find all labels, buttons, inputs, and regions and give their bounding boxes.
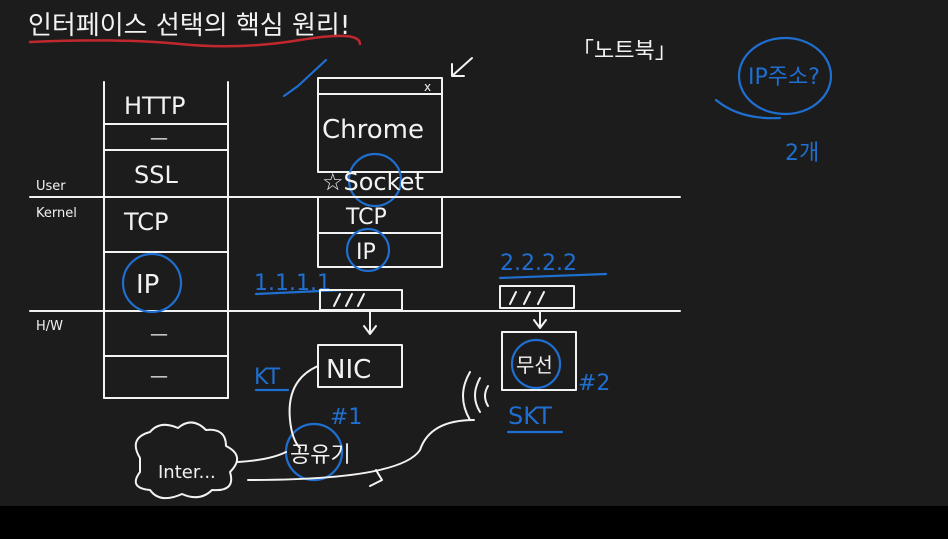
stack-ip-circle <box>121 252 183 314</box>
internet-router-link <box>237 451 287 463</box>
check-mark-icon <box>282 58 328 98</box>
arrow-icon <box>451 57 473 77</box>
nic1-label: NIC <box>326 355 371 385</box>
wireless-signal-icon <box>462 371 489 421</box>
bottom-bar <box>0 506 948 539</box>
chrome-ip: IP <box>356 240 376 265</box>
internet-cloud-icon <box>134 421 238 500</box>
stack-ip: IP <box>136 270 159 300</box>
page-title: 인터페이스 선택의 핵심 원리! <box>28 11 350 41</box>
ip-note-circle <box>737 36 833 116</box>
socket-circle <box>347 152 403 208</box>
chrome-tcp: TCP <box>345 205 387 230</box>
ip-note-tail <box>714 98 782 120</box>
stack-tcp: TCP <box>123 208 168 236</box>
close-icon: x <box>424 80 431 94</box>
stack-dash-3: — <box>150 366 168 387</box>
hw-label: H/W <box>36 319 63 334</box>
title-underline <box>28 34 362 48</box>
stack-ssl: SSL <box>134 161 178 189</box>
ip-count-text: 2개 <box>785 141 819 166</box>
wireless-circle <box>510 338 562 390</box>
chrome-window: x Chrome ☆Socket TCP IP <box>282 57 473 273</box>
nic-1: 1.1.1.1 NIC KT #1 <box>254 271 403 430</box>
nic1-router-link <box>288 365 319 449</box>
nic2-number: #2 <box>578 371 610 396</box>
nic2-label: 무선 <box>516 353 553 377</box>
protocol-stack: HTTP — SSL TCP IP — — <box>103 81 229 399</box>
stack-dash-2: — <box>150 324 168 345</box>
nic-2: 2.2.2.2 무선 #2 SKT <box>462 251 610 434</box>
chrome-ip-circle <box>345 227 391 273</box>
stack-http: HTTP <box>124 92 185 120</box>
kernel-label: Kernel <box>36 206 77 221</box>
nic1-number: #1 <box>330 405 362 430</box>
user-label: User <box>36 179 66 194</box>
socket-label: ☆Socket <box>322 168 424 196</box>
chrome-label: Chrome <box>322 115 424 145</box>
nic2-ip: 2.2.2.2 <box>500 251 577 276</box>
link-arrow-icon <box>369 469 383 487</box>
notebook-label: 「노트북」 <box>572 39 677 64</box>
stack-dash-1: — <box>150 128 168 149</box>
nic1-isp: KT <box>254 365 281 390</box>
nic2-isp: SKT <box>508 402 552 430</box>
wireless-internet-link <box>247 419 475 481</box>
internet-label: Inter... <box>158 462 216 483</box>
ip-note-text: IP주소? <box>748 65 820 90</box>
